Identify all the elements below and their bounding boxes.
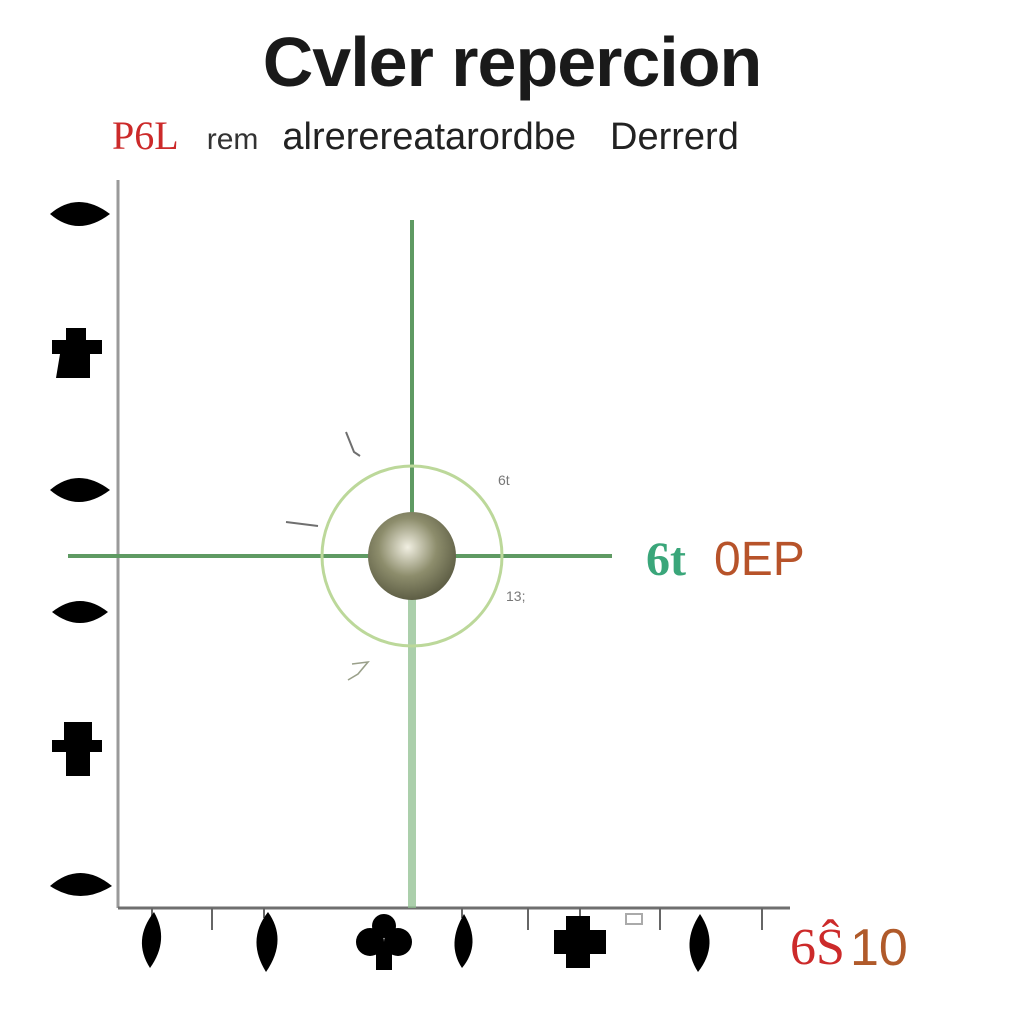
x-axis-ticks (151, 908, 763, 930)
leaf-icon (689, 914, 710, 972)
x-axis-icons (141, 912, 710, 972)
tick-mark-box (625, 913, 643, 925)
leaf-icon (256, 912, 278, 972)
leaf-icon (50, 202, 110, 226)
leaf-icon (50, 873, 112, 896)
annotation-tick (345, 431, 361, 457)
subtitle-end: Derrerd (610, 116, 739, 158)
focus-ring (320, 464, 504, 648)
y-axis-icons (50, 202, 112, 896)
data-point (368, 512, 456, 600)
club-icon (356, 914, 412, 970)
leaf-icon (454, 914, 473, 968)
chess-rook-icon (52, 328, 102, 378)
leaf-icon (50, 478, 110, 502)
leaf-icon (141, 912, 162, 968)
point-label-green: 6t (646, 533, 686, 586)
corner-tag: 6Ŝ (790, 919, 845, 976)
subtitle-small: rem (206, 123, 259, 156)
annotation-tick (347, 660, 370, 681)
chart-subtitle: P6L rem alrerereatarordbe Derrerd (112, 112, 739, 160)
corner-value: 10 (850, 919, 908, 977)
annotation-note: 6t (498, 472, 510, 488)
pawn-icon (52, 722, 102, 776)
leaf-icon (52, 601, 108, 623)
cross-icon (554, 916, 606, 968)
chart-title: Cvler repercion (262, 23, 763, 101)
subtitle-main: alrerereatarordbe (282, 116, 576, 158)
subtitle-tag: P6L (112, 113, 179, 158)
point-label-brown: 0EP (714, 533, 805, 586)
annotation-note: 13; (506, 588, 526, 604)
annotation-tick (285, 521, 319, 527)
